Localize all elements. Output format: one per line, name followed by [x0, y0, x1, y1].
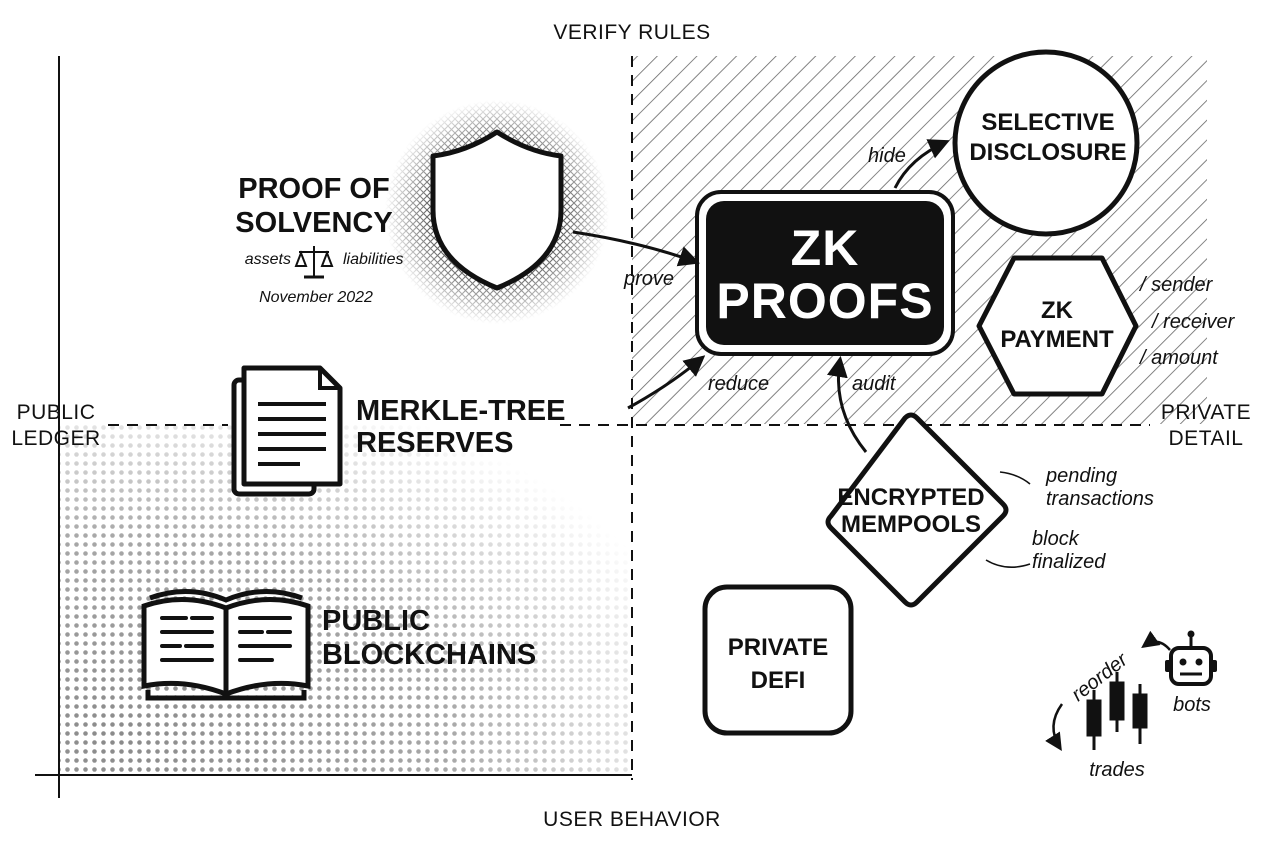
reorder-curl-arrow	[1045, 703, 1064, 751]
zk-payment-field-receiver: / receiver	[1150, 311, 1236, 333]
proof-of-solvency-title-line2: SOLVENCY	[235, 207, 392, 239]
pending-note-line2: transactions	[1046, 488, 1154, 510]
trades-label: trades	[1089, 759, 1145, 781]
edge-reduce: reduce	[627, 355, 769, 410]
zk-proofs-title-line1: ZK	[791, 220, 860, 276]
edge-prove: prove	[572, 230, 700, 290]
axis-right-label-line2: DETAIL	[1169, 427, 1244, 450]
axis-left-label-line1: PUBLIC	[17, 401, 96, 424]
block-note-line2: finalized	[1032, 551, 1106, 573]
axis-right-label-line1: PRIVATE	[1161, 401, 1251, 424]
assets-label: assets	[245, 251, 291, 268]
encrypted-mempools-title-line2: MEMPOOLS	[841, 511, 981, 538]
selective-disclosure-node: SELECTIVE DISCLOSURE	[952, 49, 1140, 237]
bots-to-reorder-arrow	[1141, 630, 1171, 651]
edge-prove-label: prove	[623, 268, 674, 290]
private-defi-title-line1: PRIVATE	[728, 634, 828, 661]
zk-proofs-node: ZK PROOFS	[695, 190, 955, 356]
public-blockchains-title-line1: PUBLIC	[322, 605, 430, 637]
merkle-tree-node: MERKLE-TREE RESERVES	[231, 365, 565, 497]
selective-disclosure-title-line2: DISCLOSURE	[969, 139, 1126, 166]
edge-hide-label: hide	[868, 145, 906, 167]
bots-trades-cluster: bots trades reorder	[1045, 630, 1217, 781]
open-book-icon	[141, 588, 311, 701]
bots-label: bots	[1173, 694, 1211, 716]
zk-payment-title-line2: PAYMENT	[1000, 326, 1114, 353]
zk-payment-field-sender: / sender	[1138, 274, 1214, 296]
candlestick-icon	[1086, 672, 1148, 750]
document-stack-icon	[231, 365, 343, 497]
robot-icon	[1165, 630, 1217, 686]
merkle-title-line2: RESERVES	[356, 427, 513, 459]
edge-audit: audit	[826, 355, 897, 453]
encrypted-mempools-node: ENCRYPTED MEMPOOLS pending transactions …	[825, 412, 1154, 608]
edge-hide: hide	[868, 139, 950, 189]
private-defi-title-line2: DEFI	[751, 667, 806, 694]
edge-audit-label: audit	[852, 373, 897, 395]
zk-payment-title-line1: ZK	[1041, 297, 1074, 324]
solvency-date: November 2022	[259, 289, 373, 306]
axis-bottom-label: USER BEHAVIOR	[543, 808, 721, 831]
selective-disclosure-title-line1: SELECTIVE	[981, 109, 1114, 136]
public-blockchains-node: PUBLIC BLOCKCHAINS	[141, 588, 536, 701]
axis-left-label-line2: LEDGER	[11, 427, 100, 450]
axis-top-label: VERIFY RULES	[553, 21, 710, 44]
private-defi-node: PRIVATE DEFI	[702, 584, 854, 736]
scales-icon	[294, 246, 334, 279]
public-behavior-dot-area	[60, 425, 632, 773]
zk-proofs-title-line2: PROOFS	[716, 273, 933, 329]
proof-of-solvency-node: PROOF OF SOLVENCY assets liabilities Nov…	[235, 100, 609, 324]
encrypted-mempools-title-line1: ENCRYPTED	[837, 484, 984, 511]
shield-icon	[430, 129, 564, 291]
proof-of-solvency-title-line1: PROOF OF	[238, 173, 389, 205]
zk-payment-field-amount: / amount	[1138, 347, 1219, 369]
merkle-title-line1: MERKLE-TREE	[356, 395, 565, 427]
pending-note-line1: pending	[1045, 465, 1117, 487]
edge-reduce-label: reduce	[708, 373, 769, 395]
block-note-line1: block	[1032, 528, 1080, 550]
zk-payment-node: ZK PAYMENT / sender / receiver / amount	[976, 255, 1236, 397]
public-blockchains-title-line2: BLOCKCHAINS	[322, 639, 536, 671]
liabilities-label: liabilities	[343, 251, 403, 268]
